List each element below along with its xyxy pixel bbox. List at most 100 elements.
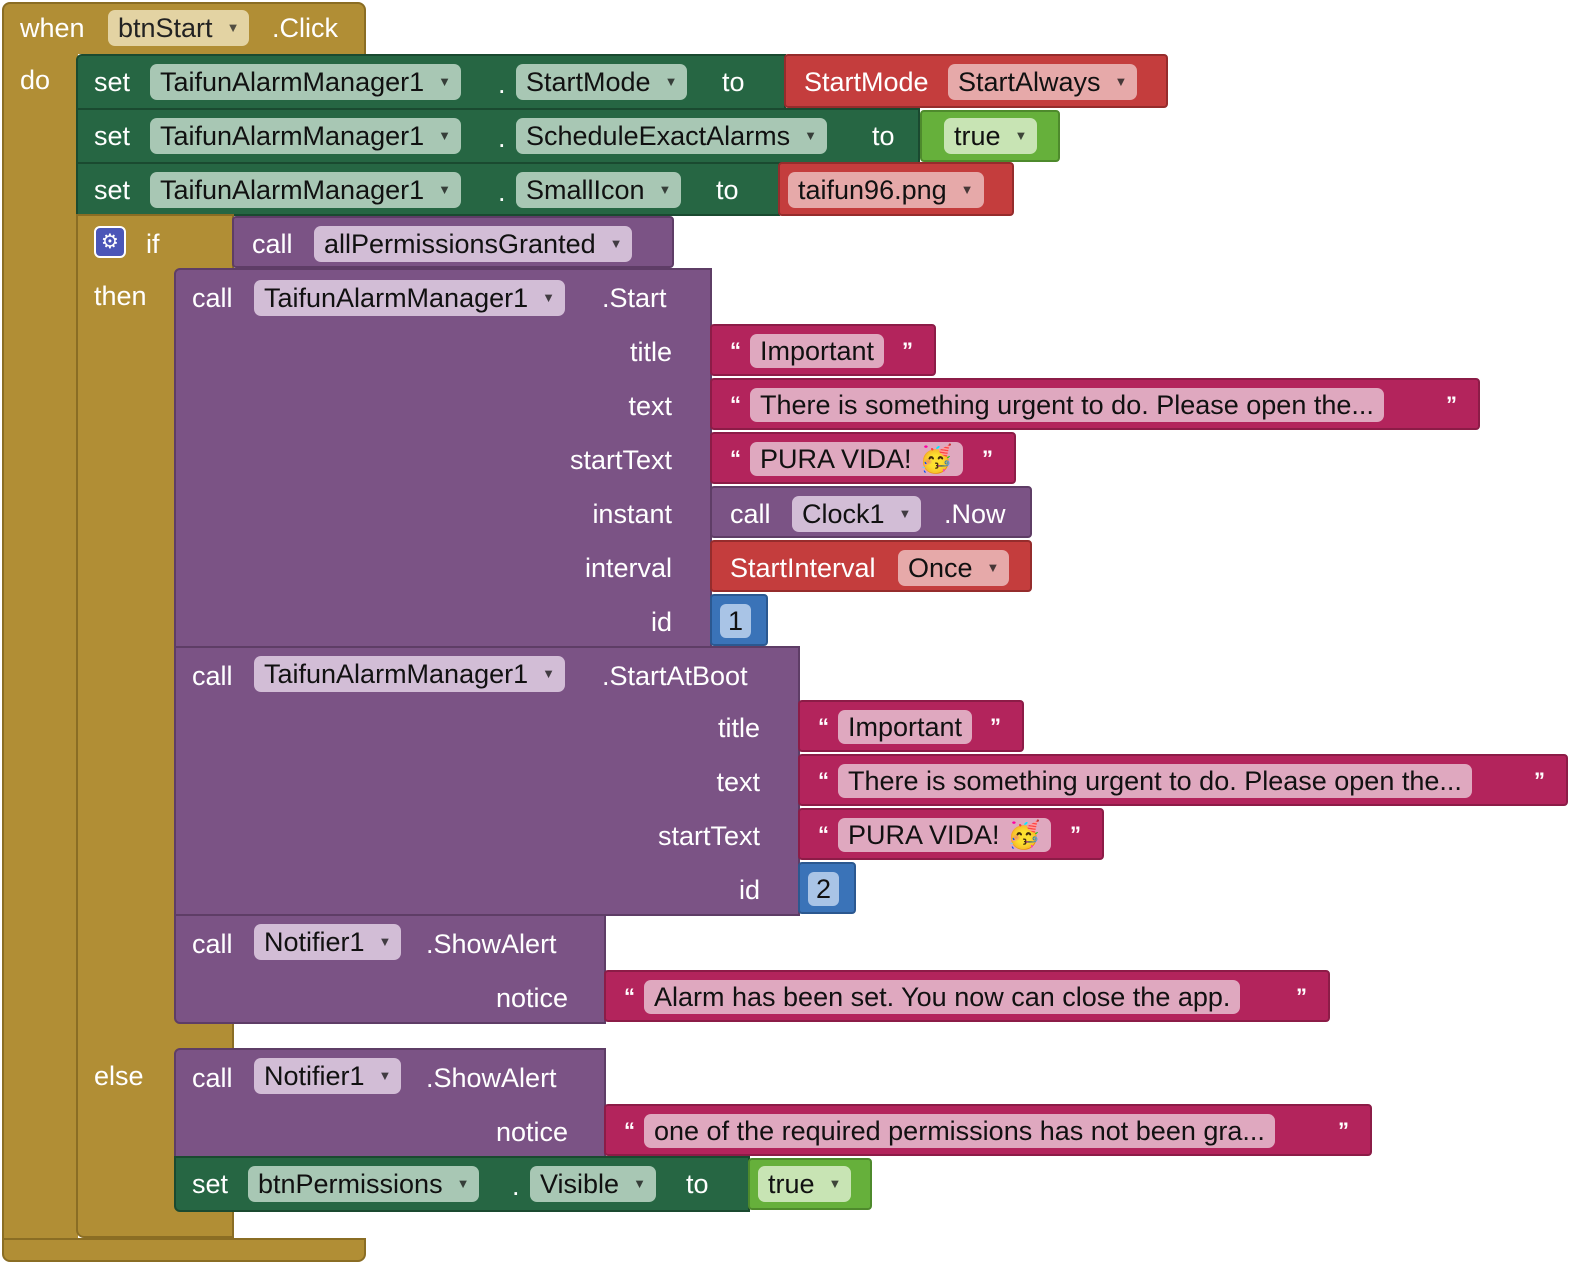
component-dropdown-alarm-manager[interactable]: TaifunAlarmManager1 ▼ — [150, 118, 462, 154]
component-dropdown-btnstart[interactable]: btnStart ▼ — [108, 10, 250, 46]
text-field-title[interactable]: Important — [838, 710, 973, 744]
quote-open-icon: “ — [818, 714, 829, 739]
number-field-id-2[interactable]: 2 — [808, 872, 840, 906]
quote-open-icon: “ — [730, 392, 741, 417]
component-dropdown-notifier1[interactable]: Notifier1 ▼ — [254, 1058, 402, 1094]
text-field-notice[interactable]: Alarm has been set. You now can close th… — [644, 980, 1241, 1014]
startinterval-helper-prefix: StartInterval — [730, 553, 876, 583]
dropdown-value: SmallIcon — [526, 175, 645, 205]
set-label: set — [94, 121, 131, 151]
dropdown-value: StartAlways — [958, 67, 1101, 97]
component-dropdown-alarm-manager[interactable]: TaifunAlarmManager1 ▼ — [254, 656, 566, 692]
param-notice-label: notice — [495, 983, 568, 1013]
param-instant-label: instant — [592, 499, 672, 529]
if-label: if — [146, 229, 160, 259]
quote-open-icon: “ — [818, 822, 829, 847]
component-dropdown-alarm-manager[interactable]: TaifunAlarmManager1 ▼ — [254, 280, 566, 316]
quote-close-icon: ” — [1296, 984, 1307, 1009]
quote-open-icon: “ — [624, 984, 635, 1009]
dropdown-value: taifun96.png — [798, 175, 947, 205]
dropdown-arrow-icon: ▼ — [226, 20, 240, 35]
call-label: call — [252, 229, 293, 259]
to-label: to — [872, 121, 895, 151]
component-dropdown-alarm-manager[interactable]: TaifunAlarmManager1 ▼ — [150, 64, 462, 100]
dropdown-arrow-icon: ▼ — [609, 236, 623, 251]
quote-open-icon: “ — [818, 768, 829, 793]
dropdown-value: StartMode — [526, 67, 651, 97]
property-dropdown-scheduleexactalarms[interactable]: ScheduleExactAlarms ▼ — [516, 118, 827, 154]
call-label: call — [730, 499, 771, 529]
quote-close-icon: ” — [1446, 392, 1457, 417]
startmode-value-dropdown[interactable]: StartAlways ▼ — [948, 64, 1138, 100]
startmode-helper-prefix: StartMode — [804, 67, 929, 97]
dropdown-arrow-icon: ▼ — [438, 74, 452, 89]
dropdown-arrow-icon: ▼ — [828, 1176, 842, 1191]
dropdown-value: TaifunAlarmManager1 — [160, 121, 425, 151]
param-text-label: text — [628, 391, 672, 421]
text-field-starttext[interactable]: PURA VIDA! 🥳 — [750, 442, 963, 476]
dot-label: . — [512, 1171, 520, 1201]
set-label: set — [94, 67, 131, 97]
text-field-notice[interactable]: one of the required permissions has not … — [644, 1114, 1275, 1148]
dropdown-value: true — [954, 121, 1001, 151]
text-field-starttext[interactable]: PURA VIDA! 🥳 — [838, 818, 1051, 852]
quote-close-icon: ” — [990, 714, 1001, 739]
component-dropdown-clock1[interactable]: Clock1 ▼ — [792, 496, 922, 532]
text-field-text[interactable]: There is something urgent to do. Please … — [838, 764, 1472, 798]
dropdown-value: allPermissionsGranted — [324, 229, 596, 259]
asset-dropdown-taifun96[interactable]: taifun96.png ▼ — [788, 172, 984, 208]
param-notice-label: notice — [495, 1117, 568, 1147]
property-dropdown-visible[interactable]: Visible ▼ — [530, 1166, 656, 1202]
quote-close-icon: ” — [902, 338, 913, 363]
to-label: to — [716, 175, 739, 205]
set-label: set — [94, 175, 131, 205]
dropdown-arrow-icon: ▼ — [1114, 74, 1128, 89]
property-dropdown-smallicon[interactable]: SmallIcon ▼ — [516, 172, 682, 208]
text-field-text[interactable]: There is something urgent to do. Please … — [750, 388, 1384, 422]
param-title-label: title — [717, 713, 760, 743]
component-dropdown-btnpermissions[interactable]: btnPermissions ▼ — [248, 1166, 480, 1202]
quote-close-icon: ” — [1534, 768, 1545, 793]
quote-open-icon: “ — [624, 1118, 635, 1143]
then-label: then — [94, 281, 147, 311]
else-label: else — [94, 1061, 144, 1091]
dropdown-arrow-icon: ▼ — [898, 506, 912, 521]
component-dropdown-notifier1[interactable]: Notifier1 ▼ — [254, 924, 402, 960]
quote-close-icon: ” — [982, 446, 993, 471]
call-start-block[interactable] — [174, 268, 712, 648]
dropdown-value: Notifier1 — [264, 927, 365, 957]
startinterval-value-dropdown[interactable]: Once ▼ — [898, 550, 1010, 586]
property-dropdown-startmode[interactable]: StartMode ▼ — [516, 64, 688, 100]
dropdown-value: TaifunAlarmManager1 — [264, 283, 529, 313]
dropdown-value: true — [768, 1169, 815, 1199]
dot-label: . — [498, 69, 506, 99]
quote-close-icon: ” — [1338, 1118, 1349, 1143]
logic-true-dropdown[interactable]: true ▼ — [758, 1166, 852, 1202]
number-field-id-1[interactable]: 1 — [720, 604, 752, 638]
mutator-gear-icon[interactable]: ⚙ — [94, 226, 126, 258]
method-label-startatboot: .StartAtBoot — [602, 661, 748, 691]
set-label: set — [192, 1169, 229, 1199]
dropdown-value: Once — [908, 553, 973, 583]
call-label: call — [192, 1063, 233, 1093]
dropdown-arrow-icon: ▼ — [438, 128, 452, 143]
dropdown-arrow-icon: ▼ — [378, 1068, 392, 1083]
dropdown-arrow-icon: ▼ — [664, 74, 678, 89]
dropdown-arrow-icon: ▼ — [438, 182, 452, 197]
param-starttext-label: startText — [657, 821, 760, 851]
procedure-dropdown-allpermissionsgranted[interactable]: allPermissionsGranted ▼ — [314, 226, 633, 262]
text-field-title[interactable]: Important — [750, 334, 885, 368]
dropdown-arrow-icon: ▼ — [986, 560, 1000, 575]
dropdown-arrow-icon: ▼ — [542, 290, 556, 305]
param-interval-label: interval — [584, 553, 672, 583]
call-label: call — [192, 283, 233, 313]
dropdown-value: btnPermissions — [258, 1169, 443, 1199]
logic-true-dropdown[interactable]: true ▼ — [944, 118, 1038, 154]
call-label: call — [192, 929, 233, 959]
component-dropdown-alarm-manager[interactable]: TaifunAlarmManager1 ▼ — [150, 172, 462, 208]
method-label-now: .Now — [944, 499, 1006, 529]
method-label-showalert: .ShowAlert — [426, 929, 557, 959]
when-label: when — [20, 13, 85, 43]
event-block-bottom-cap — [2, 1238, 366, 1262]
quote-open-icon: “ — [730, 338, 741, 363]
